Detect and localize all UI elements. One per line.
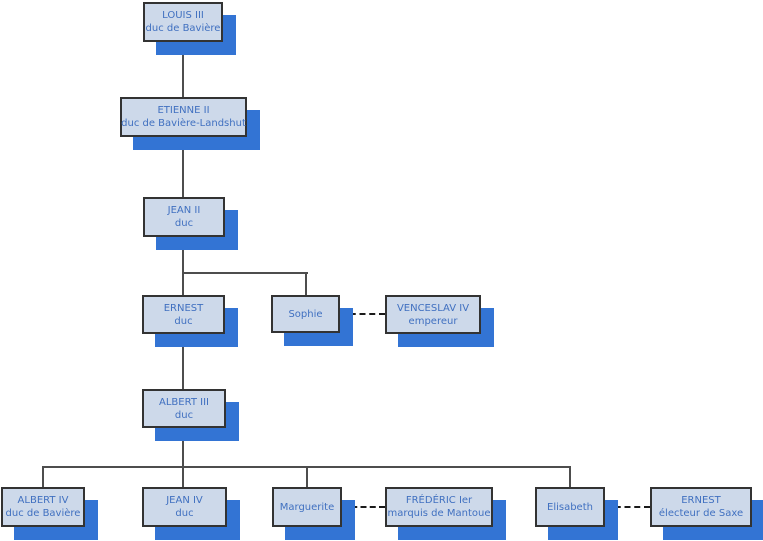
connector-jean2-children-rail xyxy=(182,272,308,274)
person-name: LOUIS III xyxy=(162,10,204,21)
node-sophie[interactable]: Sophie xyxy=(271,295,340,333)
marriage-elisabeth-ernest xyxy=(605,506,650,508)
connector-ernest-albert3 xyxy=(182,333,184,390)
marriage-marguerite-frederic xyxy=(342,506,385,508)
person-name: JEAN II xyxy=(167,205,201,216)
node-louis-iii[interactable]: LOUIS III duc de Bavière xyxy=(143,2,223,42)
person-title: duc de Bavière xyxy=(145,23,221,34)
person-title: empereur xyxy=(408,315,458,327)
person-name: Marguerite xyxy=(279,501,335,513)
connector-etienne2-jean2 xyxy=(182,136,184,198)
node-etienne-ii[interactable]: ETIENNE II duc de Bavière-Landshut xyxy=(120,97,247,137)
person-name: Elisabeth xyxy=(547,501,593,513)
connector-albert3-children-trunk xyxy=(182,427,184,488)
node-elisabeth[interactable]: Elisabeth xyxy=(535,487,605,527)
connector-jean2-children-trunk xyxy=(182,236,184,296)
node-venceslav-iv[interactable]: VENCESLAV IV empereur xyxy=(385,295,481,334)
person-title: duc de Bavière-Landshut xyxy=(121,118,246,129)
node-albert-iii[interactable]: ALBERT III duc xyxy=(142,389,226,428)
person-name: FRÉDÉRIC Ier xyxy=(405,495,473,506)
person-title: duc xyxy=(174,218,194,229)
node-ernest-saxe[interactable]: ERNEST électeur de Saxe xyxy=(650,487,752,527)
person-name: ERNEST xyxy=(163,302,204,314)
person-title: électeur de Saxe xyxy=(658,508,744,519)
person-name: VENCESLAV IV xyxy=(396,302,470,314)
person-name: JEAN IV xyxy=(166,495,203,506)
person-name: ETIENNE II xyxy=(157,105,210,116)
node-albert-iv[interactable]: ALBERT IV duc de Bavière xyxy=(1,487,85,527)
marriage-sophie-venceslav xyxy=(340,313,385,315)
person-title: duc xyxy=(174,315,193,327)
person-title: duc xyxy=(175,508,194,519)
person-name: ERNEST xyxy=(681,495,721,506)
connector-louis3-etienne2 xyxy=(182,42,184,98)
connector-drop-elisabeth xyxy=(569,466,571,488)
node-jean-iv[interactable]: JEAN IV duc xyxy=(142,487,227,527)
connector-drop-sophie xyxy=(305,272,307,296)
person-title: duc de Bavière xyxy=(5,508,81,519)
node-frederic-ier[interactable]: FRÉDÉRIC Ier marquis de Mantoue xyxy=(385,487,493,527)
person-name: ALBERT IV xyxy=(17,495,69,506)
connector-drop-albert4 xyxy=(42,466,44,488)
connector-drop-marguerite xyxy=(306,466,308,488)
person-title: marquis de Mantoue xyxy=(387,508,491,519)
node-marguerite[interactable]: Marguerite xyxy=(272,487,342,527)
person-name: Sophie xyxy=(288,308,323,320)
node-ernest-duc[interactable]: ERNEST duc xyxy=(142,295,225,334)
person-title: duc xyxy=(174,409,194,421)
person-name: ALBERT III xyxy=(159,396,209,408)
node-jean-ii[interactable]: JEAN II duc xyxy=(143,197,225,237)
